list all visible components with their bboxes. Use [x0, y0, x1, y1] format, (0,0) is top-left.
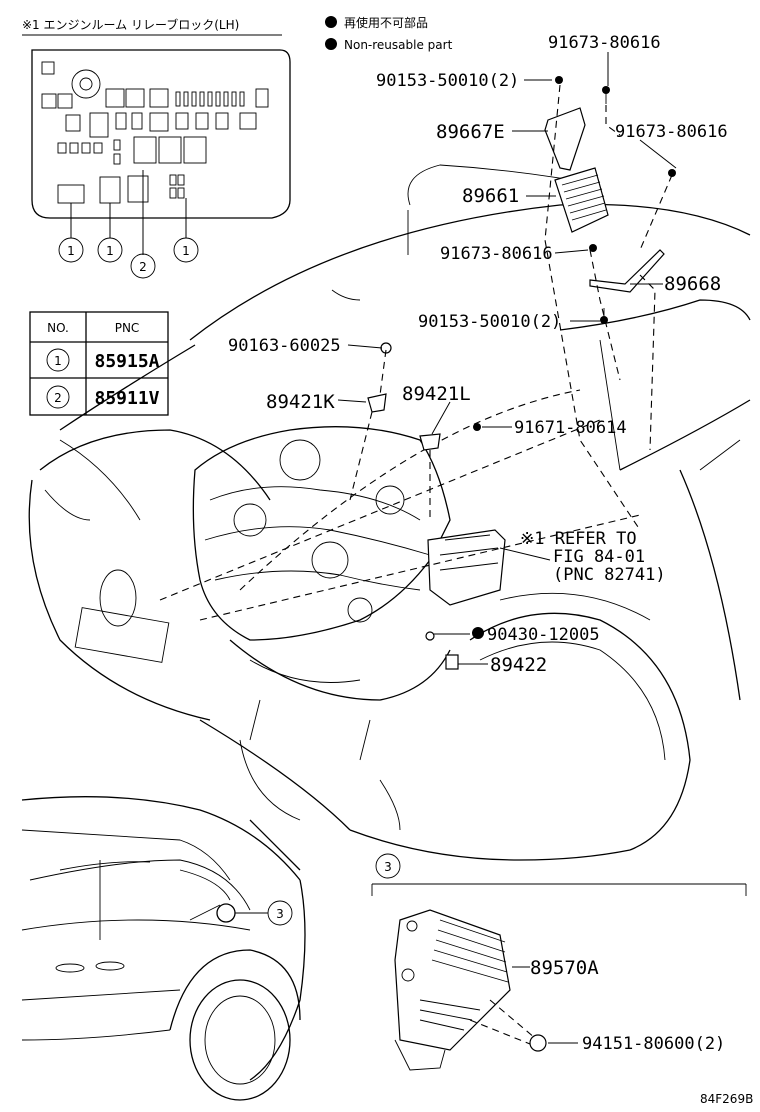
figure-code: 84F269B — [700, 1092, 753, 1106]
label-89421k: 89421K — [266, 391, 335, 413]
bracket-89667e — [544, 107, 586, 171]
refer-line-1: ※1 REFER TO — [520, 529, 637, 549]
svg-text:1: 1 — [67, 244, 75, 258]
bracket-89668 — [589, 249, 665, 293]
pnc-row-1-no: 1 — [54, 354, 62, 368]
detail-callout-3: 3 — [384, 860, 392, 874]
label-89422: 89422 — [490, 654, 547, 676]
nut-icon — [529, 1034, 547, 1052]
label-89668: 89668 — [664, 273, 721, 295]
car-callout-3: 3 — [276, 907, 284, 921]
svg-text:2: 2 — [139, 260, 147, 274]
relay-callout-1b: 1 — [97, 237, 123, 263]
pnc-row-2-pnc: 85911V — [94, 388, 159, 409]
clip-89421k — [367, 393, 387, 413]
label-90153-low: 90153-50010(2) — [418, 312, 561, 332]
legend-en: Non-reusable part — [344, 38, 453, 52]
detail-3-inset: 3 89570A 94151-80600(2) — [371, 853, 747, 1071]
relay-callout-1a: 1 — [58, 237, 84, 263]
rear-car-inset: 3 — [21, 796, 306, 1101]
label-91673-mid: 91673-80616 — [615, 122, 728, 142]
pnc-row-1-pnc: 85915A — [94, 351, 159, 372]
label-94151: 94151-80600(2) — [582, 1034, 725, 1054]
label-91673-low: 91673-80616 — [440, 244, 553, 264]
part-labels: 91673-80616 90153-50010(2) 89667E 91673-… — [228, 33, 728, 676]
resistor-89570a — [394, 909, 511, 1051]
label-89421l: 89421L — [402, 383, 471, 405]
label-89570a: 89570A — [530, 957, 599, 979]
bolt-icon — [380, 76, 676, 670]
svg-text:1: 1 — [106, 244, 114, 258]
relay-callout-1c: 1 — [173, 237, 199, 263]
relay-block-title: ※1 エンジンルーム リレーブロック(LH) — [22, 17, 239, 32]
ecu-assembly — [337, 52, 677, 670]
pnc-table-header-no: NO. — [47, 321, 69, 335]
label-90430: 90430-12005 — [487, 625, 600, 645]
label-89667e: 89667E — [436, 121, 505, 143]
non-reusable-dot-icon — [472, 627, 484, 639]
ecu-89661 — [554, 167, 609, 233]
location-marker-icon — [216, 903, 236, 923]
pnc-table-header-pnc: PNC — [115, 321, 140, 335]
label-91673-top: 91673-80616 — [548, 33, 661, 53]
refer-line-2: FIG 84-01 — [553, 547, 645, 567]
relay-block-outline — [31, 49, 291, 219]
non-reusable-dot-icon — [325, 38, 337, 50]
relay-callout-2: 2 — [130, 253, 156, 279]
legend-jp: 再使用不可部品 — [344, 15, 428, 30]
pnc-row-2-no: 2 — [54, 391, 62, 405]
svg-text:1: 1 — [182, 244, 190, 258]
refer-line-3: (PNC 82741) — [553, 565, 666, 585]
legend: 再使用不可部品 Non-reusable part — [325, 15, 453, 52]
label-91671: 91671-80614 — [514, 418, 627, 438]
pnc-table: NO. PNC 1 85915A 2 85911V — [29, 311, 169, 416]
relay-block-inset: ※1 エンジンルーム リレーブロック(LH) — [22, 17, 291, 279]
non-reusable-dot-icon — [325, 16, 337, 28]
vehicle-front-drawing — [28, 164, 751, 861]
label-89661: 89661 — [462, 185, 519, 207]
clip-89421l — [419, 433, 441, 451]
label-90153-top: 90153-50010(2) — [376, 71, 519, 91]
label-90163: 90163-60025 — [228, 336, 341, 356]
